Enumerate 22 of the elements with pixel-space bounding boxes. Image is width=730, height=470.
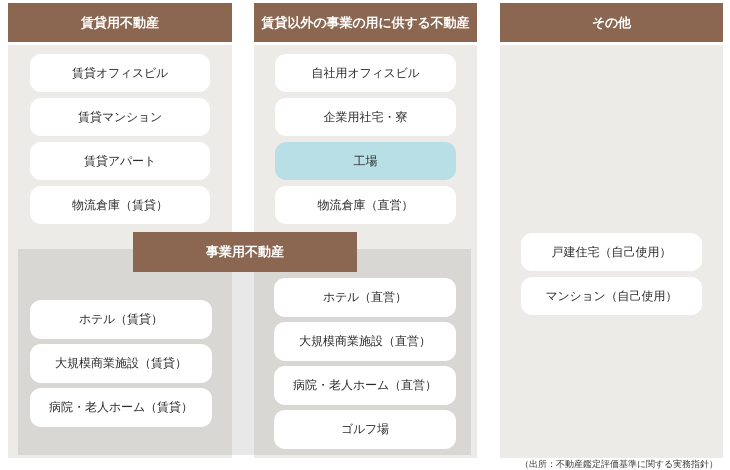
category-header: 事業用不動産 bbox=[133, 232, 357, 272]
category-header: 賃貸以外の事業の用に供する不動産 bbox=[254, 3, 477, 42]
property-type-item: 工場 bbox=[275, 142, 456, 180]
property-type-item: ホテル（直営） bbox=[274, 278, 456, 317]
property-type-item: 大規模商業施設（賃貸） bbox=[30, 344, 212, 383]
property-type-item: 賃貸アパート bbox=[30, 142, 210, 180]
category-header: 賃貸用不動産 bbox=[8, 3, 232, 42]
property-type-item: 物流倉庫（直営） bbox=[275, 186, 456, 224]
category-header: その他 bbox=[500, 3, 723, 42]
property-type-item: 病院・老人ホーム（直営） bbox=[274, 366, 456, 405]
property-type-item: 賃貸オフィスビル bbox=[30, 54, 210, 92]
property-type-item: ホテル（賃貸） bbox=[30, 300, 212, 339]
property-type-item: 病院・老人ホーム（賃貸） bbox=[30, 388, 212, 427]
property-type-item: 賃貸マンション bbox=[30, 98, 210, 136]
property-type-item: 大規模商業施設（直営） bbox=[274, 322, 456, 361]
property-type-item: ゴルフ場 bbox=[274, 410, 456, 449]
source-note: （出所：不動産鑑定評価基準に関する実務指針） bbox=[520, 458, 718, 470]
property-type-item: 物流倉庫（賃貸） bbox=[30, 186, 210, 224]
property-type-item: 戸建住宅（自己使用） bbox=[521, 233, 702, 271]
property-type-item: マンション（自己使用） bbox=[521, 277, 702, 315]
property-type-item: 自社用オフィスビル bbox=[275, 54, 456, 92]
property-type-item: 企業用社宅・寮 bbox=[275, 98, 456, 136]
